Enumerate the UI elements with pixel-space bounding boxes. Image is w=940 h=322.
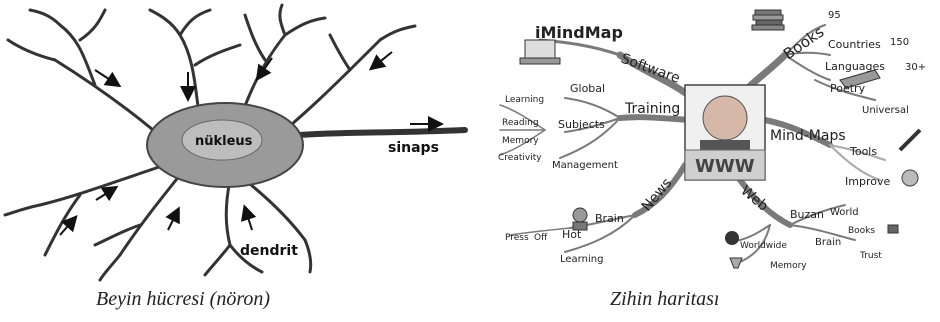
trophy-icon <box>730 258 742 268</box>
label-memory-left: Memory <box>502 136 539 146</box>
neuron-illustration: nükleus sinaps dendrit <box>0 0 470 285</box>
svg-text:WWW: WWW <box>695 156 755 177</box>
mind-map-illustration: WWW iMindMap Software Books 95 Countries <box>470 0 940 285</box>
label-books: Books <box>780 23 827 64</box>
label-trust: Trust <box>859 251 882 261</box>
label-global: Global <box>570 82 605 95</box>
label-off: Off <box>534 233 548 243</box>
label-improve: Improve <box>845 175 890 188</box>
label-learning-top: Learning <box>505 95 544 105</box>
label-brain-left: Brain <box>595 212 624 225</box>
label-memory-bottom: Memory <box>770 261 807 271</box>
label-press: Press <box>505 233 529 243</box>
nucleus-label: nükleus <box>195 134 253 149</box>
label-books-small: Books <box>848 226 875 236</box>
book-stack-icon <box>752 10 784 30</box>
brain-figure-icon <box>573 208 587 230</box>
label-count-30: 30+ <box>905 62 926 73</box>
label-buzan: Buzan <box>790 208 824 221</box>
label-languages: Languages <box>825 60 885 73</box>
neuron-caption: Beyin hücresi (nöron) <box>96 288 270 311</box>
ear-icon <box>902 170 918 186</box>
label-brain-right: Brain <box>815 237 841 248</box>
label-poetry: Poetry <box>830 82 866 95</box>
label-hot: Hot <box>562 228 582 241</box>
label-countries: Countries <box>828 38 881 51</box>
label-universal: Universal <box>862 105 909 116</box>
small-book-icon <box>888 225 898 233</box>
label-count-95: 95 <box>828 10 841 21</box>
label-management: Management <box>552 160 618 171</box>
label-news: News <box>639 175 676 214</box>
globe-icon <box>725 231 739 245</box>
laptop-icon <box>520 40 560 64</box>
label-world: World <box>830 207 859 218</box>
label-subjects: Subjects <box>558 118 605 131</box>
label-software: Software <box>619 51 682 87</box>
label-learning-bottom: Learning <box>560 254 603 265</box>
portrait-photo-icon: WWW <box>685 85 765 180</box>
mind-map-caption: Zihin haritası <box>610 288 719 311</box>
label-training: Training <box>624 101 680 117</box>
synapse-label: sinaps <box>388 140 439 156</box>
label-reading: Reading <box>502 118 539 128</box>
dendrite-label: dendrit <box>240 243 298 259</box>
label-mind-maps: Mind-Maps <box>770 128 846 144</box>
label-worldwide: Worldwide <box>740 241 787 251</box>
axon <box>300 130 465 135</box>
label-imindmap: iMindMap <box>535 23 623 42</box>
pen-tool-icon <box>900 130 920 150</box>
label-tools: Tools <box>849 145 877 158</box>
label-creativity: Creativity <box>498 153 542 163</box>
label-count-150: 150 <box>890 37 909 48</box>
